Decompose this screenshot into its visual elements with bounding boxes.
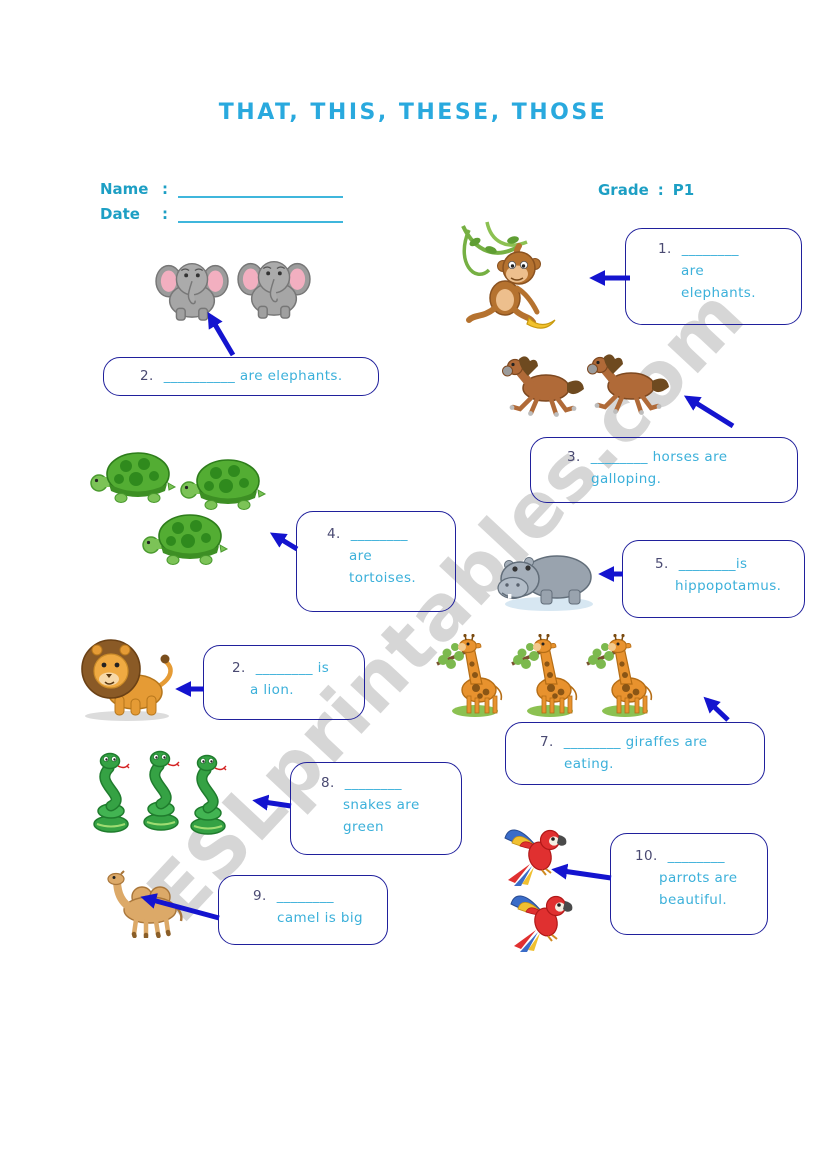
giraffe-illustration (585, 634, 663, 718)
arrow-to-snakes (252, 794, 292, 811)
giraffe-illustration (510, 634, 588, 718)
answer-box-3: 3. ________ horses are galloping. (530, 437, 798, 503)
snake-illustration (85, 742, 137, 834)
hippopotamus-illustration (495, 542, 603, 612)
item-text: green (343, 819, 384, 835)
item-text: ________ (350, 526, 408, 542)
item-number: 4. (327, 526, 341, 542)
snake-illustration (135, 740, 187, 832)
elephant-illustration (152, 252, 232, 322)
item-text: camel is big (277, 910, 363, 926)
arrow-to-giraffes (703, 696, 730, 722)
answer-box-8: 8. ________ snakes are green (290, 762, 462, 855)
date-row: Date : (100, 205, 343, 223)
horse-illustration (500, 352, 588, 424)
parrot-illustration (508, 886, 582, 952)
answer-box-9: 9. ________ camel is big (218, 875, 388, 945)
item-text: ________ horses are (590, 449, 728, 465)
answer-box-5: 5. ________is hippopotamus. (622, 540, 805, 618)
item-number: 7. (540, 734, 554, 750)
monkey-illustration (453, 220, 573, 332)
lion-illustration (75, 628, 177, 722)
answer-box-6: 2. ________ is a lion. (203, 645, 365, 720)
answer-box-2: 2. __________ are elephants. (103, 357, 379, 396)
date-label: Date (100, 205, 140, 223)
item-text: __________ are elephants. (163, 368, 343, 384)
snake-illustration (182, 744, 234, 836)
name-row: Name : (100, 180, 343, 198)
grade-value: P1 (672, 181, 695, 199)
item-text: tortoises. (349, 570, 417, 586)
answer-box-7: 7. ________ giraffes are eating. (505, 722, 765, 785)
item-text: elephants. (681, 285, 756, 301)
item-text: are (681, 263, 705, 279)
horse-illustration (585, 350, 673, 422)
camel-illustration (92, 870, 194, 938)
item-text: snakes are (343, 797, 420, 813)
item-text: eating. (564, 756, 614, 772)
item-text: ________ (667, 848, 725, 864)
grade-row: Grade : P1 (598, 181, 694, 199)
item-number: 3. (567, 449, 581, 465)
tortoise-illustration (178, 450, 270, 512)
giraffe-illustration (435, 634, 513, 718)
item-text: galloping. (591, 471, 662, 487)
tortoise-illustration (140, 505, 232, 567)
item-text: ________is (678, 556, 748, 572)
page-title: THAT, THIS, THESE, THOSE (218, 100, 608, 125)
item-text: a lion. (250, 682, 294, 698)
item-number: 10. (635, 848, 658, 864)
arrow-to-horses (683, 395, 735, 429)
item-text: ________ (681, 241, 739, 257)
item-number: 9. (253, 888, 267, 904)
item-text: are (349, 548, 373, 564)
item-text: parrots are (659, 870, 738, 886)
item-text: hippopotamus. (675, 578, 782, 594)
tortoise-illustration (88, 443, 180, 505)
item-text: ________ (344, 775, 402, 791)
item-text: ________ giraffes are (563, 734, 708, 750)
date-blank-line (178, 205, 343, 223)
answer-box-1: 1. ________ are elephants. (625, 228, 802, 325)
arrow-to-tortoises (269, 532, 299, 552)
item-number: 2. (232, 660, 246, 676)
name-blank-line (178, 180, 343, 198)
name-label: Name (100, 180, 149, 198)
item-number: 8. (321, 775, 335, 791)
item-number: 1. (658, 241, 672, 257)
elephant-illustration (234, 250, 314, 320)
item-text: beautiful. (659, 892, 728, 908)
date-colon: : (162, 205, 168, 223)
item-number: 2. (140, 368, 154, 384)
answer-box-4: 4. ________ are tortoises. (296, 511, 456, 612)
parrot-illustration (502, 820, 576, 886)
answer-box-10: 10. ________ parrots are beautiful. (610, 833, 768, 935)
grade-colon: : (657, 181, 664, 199)
grade-label: Grade (598, 181, 649, 199)
name-colon: : (162, 180, 168, 198)
item-text: ________ (276, 888, 334, 904)
item-number: 5. (655, 556, 669, 572)
item-text: ________ is (255, 660, 330, 676)
